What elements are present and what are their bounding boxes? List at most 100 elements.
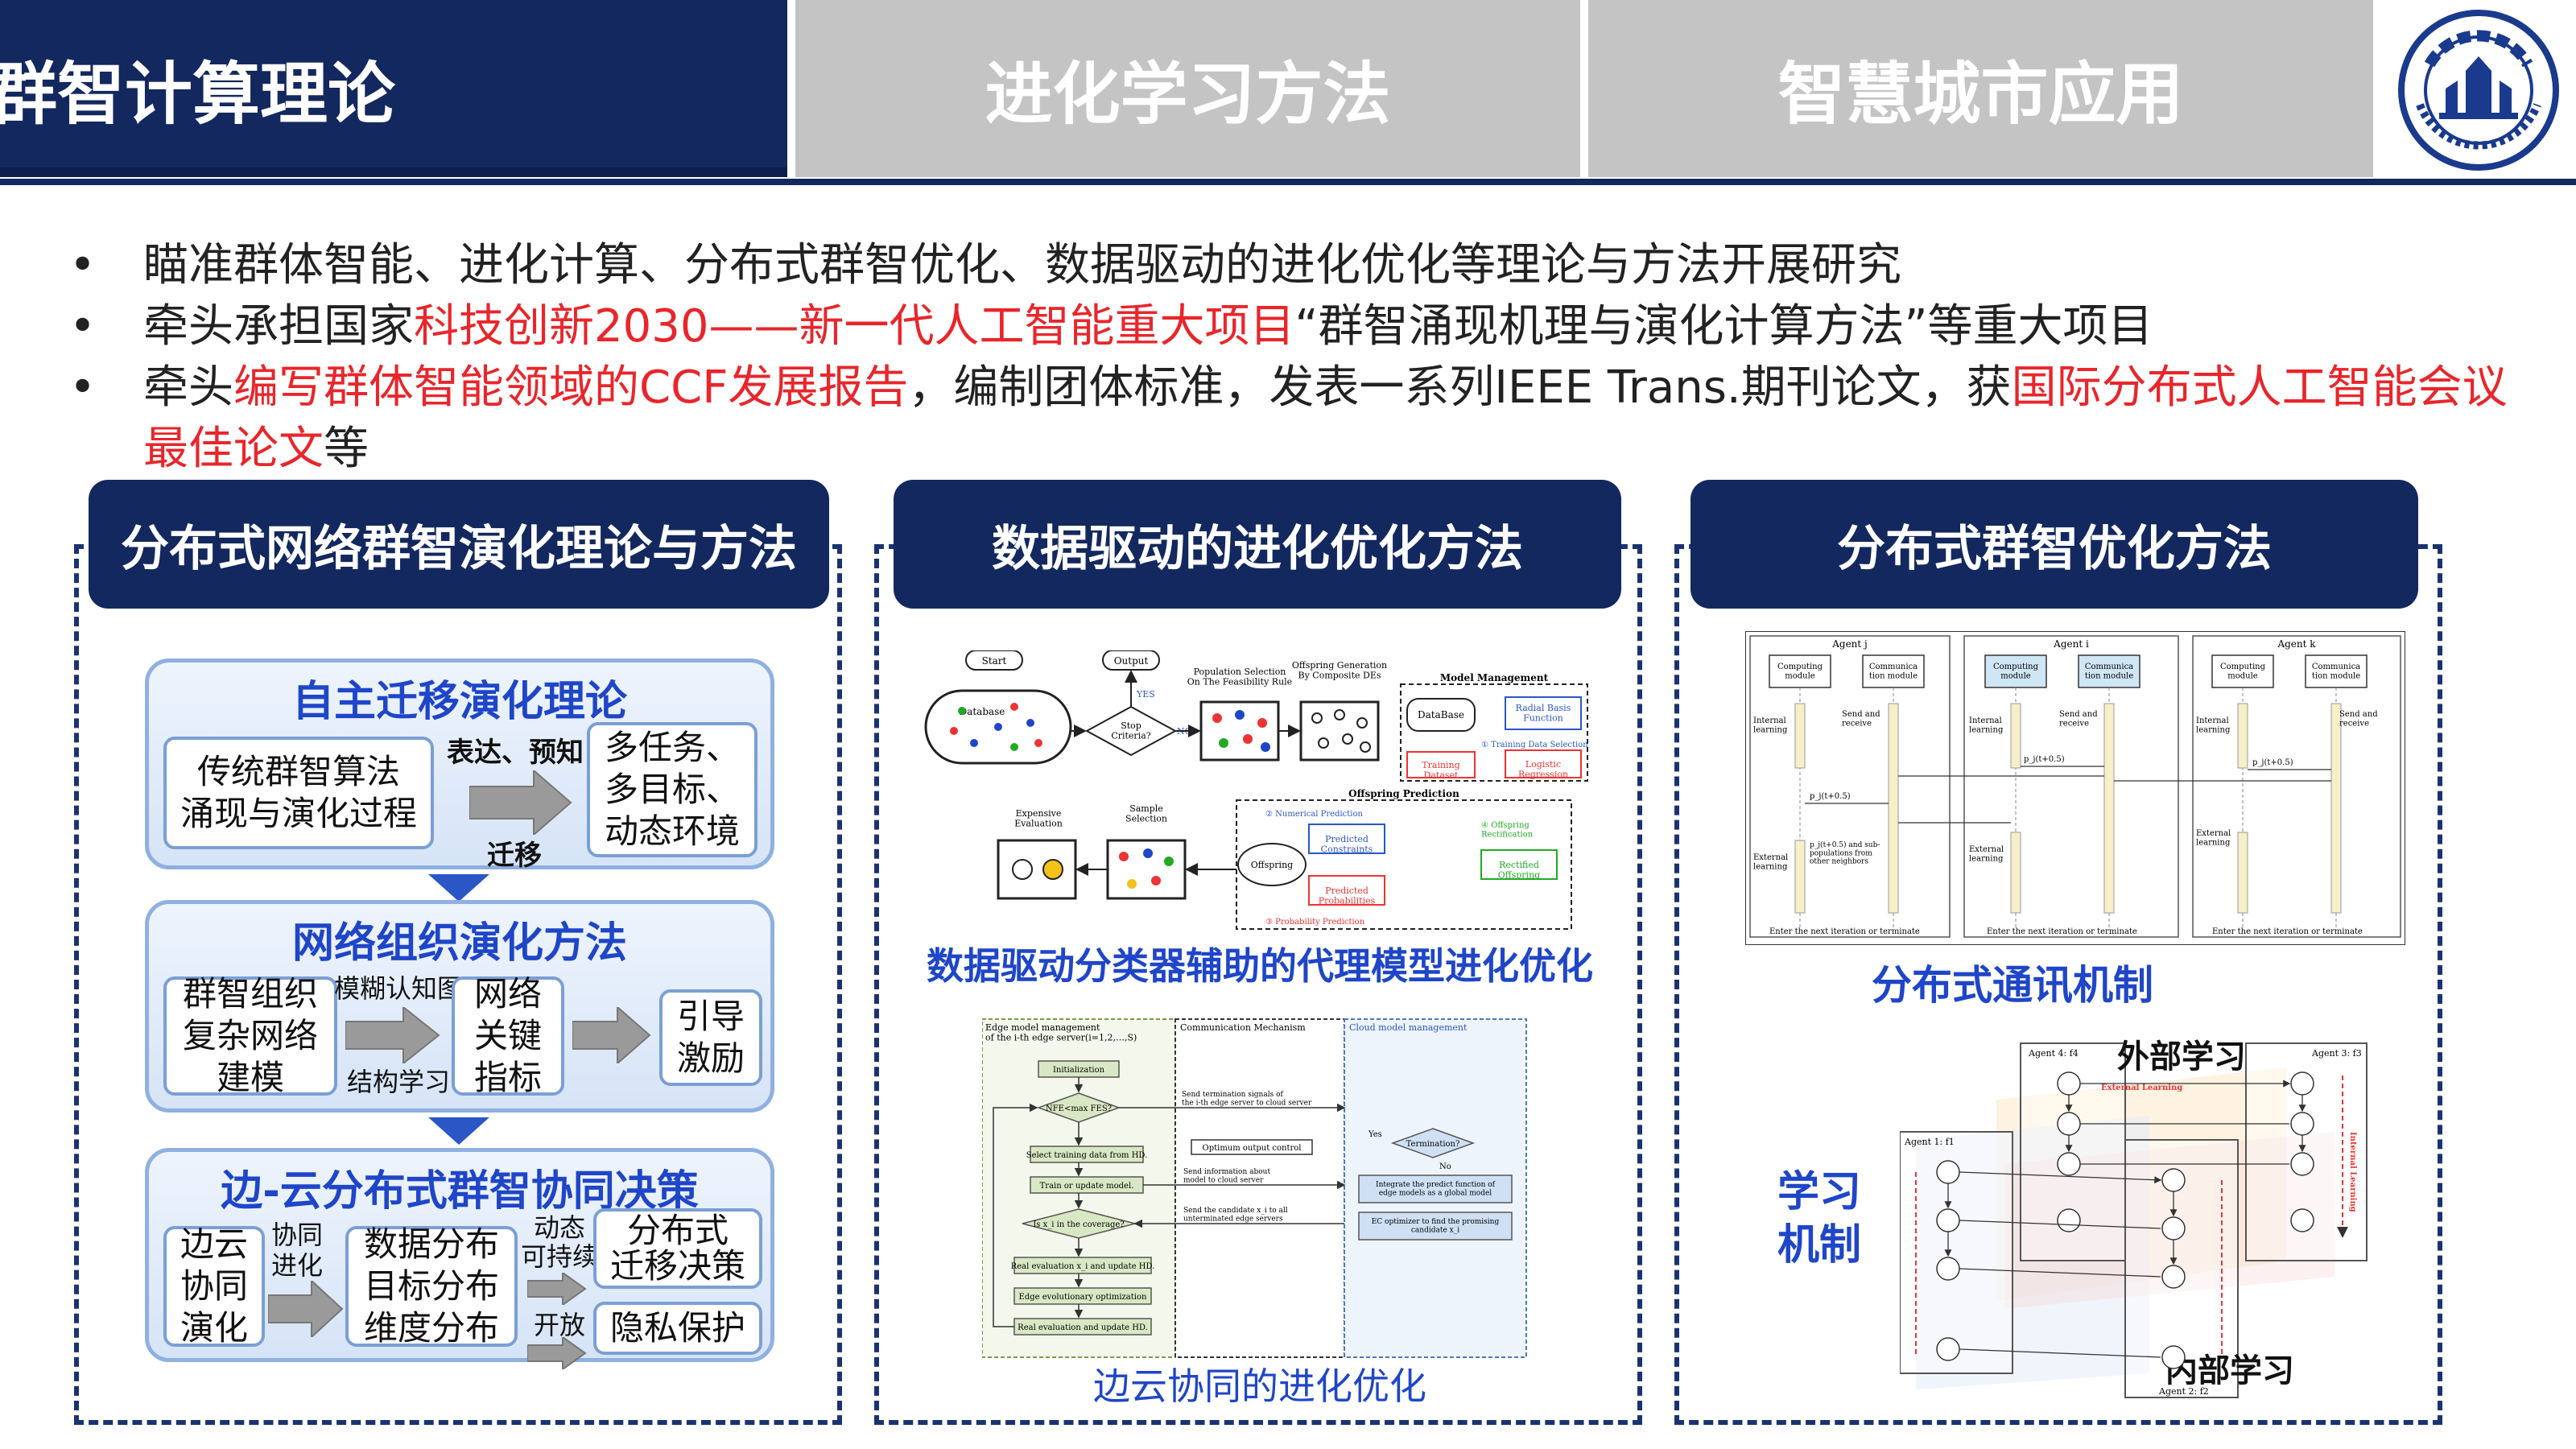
stage-autonomous-transfer: 自主迁移演化理论 传统群智算法 涌现与演化过程 表达、预知 迁移 多任务、 多目… [145,658,774,872]
bullet-text: 牵头 [143,361,233,414]
bullet-item: 牵头承担国家科技创新2030——新一代人工智能重大项目“群智涌现机理与演化计算方… [69,296,2533,357]
tab-smart-city[interactable]: 智慧城市应用 [1588,0,2373,177]
arrow-right-icon [572,1007,651,1063]
box-network-key-index: 网络 关键 指标 [452,974,564,1097]
fig-label: Agent 3: f3 [2311,1048,2362,1059]
bullet-list: 瞄准群体智能、进化计算、分布式群智优化、数据驱动的进化优化等理论与方法开展研究 … [69,235,2533,480]
fig-label: Termination? [1406,1140,1460,1149]
model-management-box [1400,683,1588,782]
fig-label: Communication Mechanism [1180,1022,1306,1033]
stage-title: 自主迁移演化理论 [291,678,627,726]
fig-label: Offspring [1251,860,1293,870]
fig-label: External Learning [2101,1084,2182,1092]
arrow-right-icon [469,770,572,835]
fig-label: Agent i [2053,638,2089,650]
label-open: 开放 [534,1310,586,1340]
box-traditional-swarm: 传统群智算法 涌现与演化过程 [163,737,434,849]
fig-label: Internal Learning [2348,1132,2357,1212]
fig-label: Agent 1: f1 [1904,1137,1955,1147]
fig-label: Cloud model management [1349,1022,1468,1033]
bullet-text: 瞄准群体智能、进化计算、分布式群智优化、数据驱动的进化优化等理论与方法开展研究 [143,239,1901,291]
fig-label: p_j(t+0.5) [2024,755,2065,764]
arrow-right-icon [345,1007,440,1063]
stop-criteria [1084,705,1178,757]
arrow-right-icon [527,1273,587,1305]
label-structure-learning: 结构学习 [347,1067,451,1097]
box-privacy: 隐私保护 [593,1302,762,1355]
box-edge-cloud-evolution: 边云 协同 演化 [163,1224,265,1348]
fig-label: Offspring Prediction [1348,788,1459,799]
bullet-text: ，编制团体标准，发表一系列IEEE Trans.期刊论文，获 [908,361,2012,414]
tab-label: 智慧城市应用 [1777,54,2184,134]
arrow-right-icon [527,1337,587,1369]
university-logo [2381,0,2576,177]
caption-communication: 分布式通讯机制 [1872,962,2153,1009]
stage-title: 网络组织演化方法 [291,919,627,968]
header-divider [0,179,2576,185]
fig-label: ② Numerical Prediction [1265,810,1364,819]
bullet-item: 瞄准群体智能、进化计算、分布式群智优化、数据驱动的进化优化等理论与方法开展研究 [69,235,2533,296]
fig-label: Yes [1368,1130,1382,1139]
stage-network-organization: 网络组织演化方法 群智组织 复杂网络 建模 模糊认知图 结构学习 网络 关键 指… [145,900,774,1113]
caption-surrogate: 数据驱动分类器辅助的代理模型进化优化 [927,944,1593,988]
tab-evolutionary-learning[interactable]: 进化学习方法 [795,0,1580,177]
fig-label: Start [982,655,1007,667]
fig-label: Agent j [1831,638,1868,650]
label-dynamic-sustainable: 动态 可持续 [521,1212,599,1272]
scut-seal-icon [2398,10,2559,171]
fig-label: Agent k [2277,638,2316,650]
fig-label: Select training data from HD. [1026,1151,1148,1160]
arrow-down-icon [428,874,489,902]
fig-label: 外部学习 [2117,1038,2246,1075]
bullet-highlight: 科技创新2030——新一代人工智能重大项目 [414,300,1295,353]
label-fuzzy-cognitive-map: 模糊认知图 [334,973,464,1004]
fig-label: Initialization [1053,1066,1105,1075]
fig-label: Agent 4: f4 [2028,1048,2079,1059]
fig-label: Enter the next iteration or terminate [1987,927,2137,936]
panel-title: 数据驱动的进化优化方法 [894,480,1621,609]
bullet-text: “群智涌现机理与演化计算方法”等重大项目 [1294,300,2153,353]
learning-mechanism-diagram: Agent 4: f4 Agent 3: f3 Agent 1: f1 Agen… [1900,1038,2368,1398]
fig-label: Agent 2: f2 [2158,1386,2209,1397]
fig-label: Enter the next iteration or terminate [2212,927,2363,936]
fig-label: Train or update model. [1040,1182,1134,1191]
tab-swarm-computing-theory[interactable]: 群智计算理论 [0,0,787,177]
box-distribution: 数据分布 目标分布 维度分布 [345,1224,518,1348]
bullet-highlight: 国际分布式人工智能会议最佳论文 [143,361,2508,475]
fig-label: 内部学习 [2165,1352,2294,1389]
fig-label: Edge evolutionary optimization [1019,1293,1147,1302]
box-distributed-transfer: 分布式 迁移决策 [593,1208,762,1289]
fig-label: p_j(t+0.5) [1810,792,1851,801]
bullet-item: 牵头编写群体智能领域的CCF发展报告，编制团体标准，发表一系列IEEE Tran… [69,357,2533,480]
fig-label: Real evaluation x_i and update HD. [1011,1262,1155,1271]
caption-edge-cloud: 边云协同的进化优化 [1093,1364,1426,1408]
panel-title: 分布式网络群智演化理论与方法 [89,480,829,609]
fig-label: Model Management [1440,672,1549,683]
